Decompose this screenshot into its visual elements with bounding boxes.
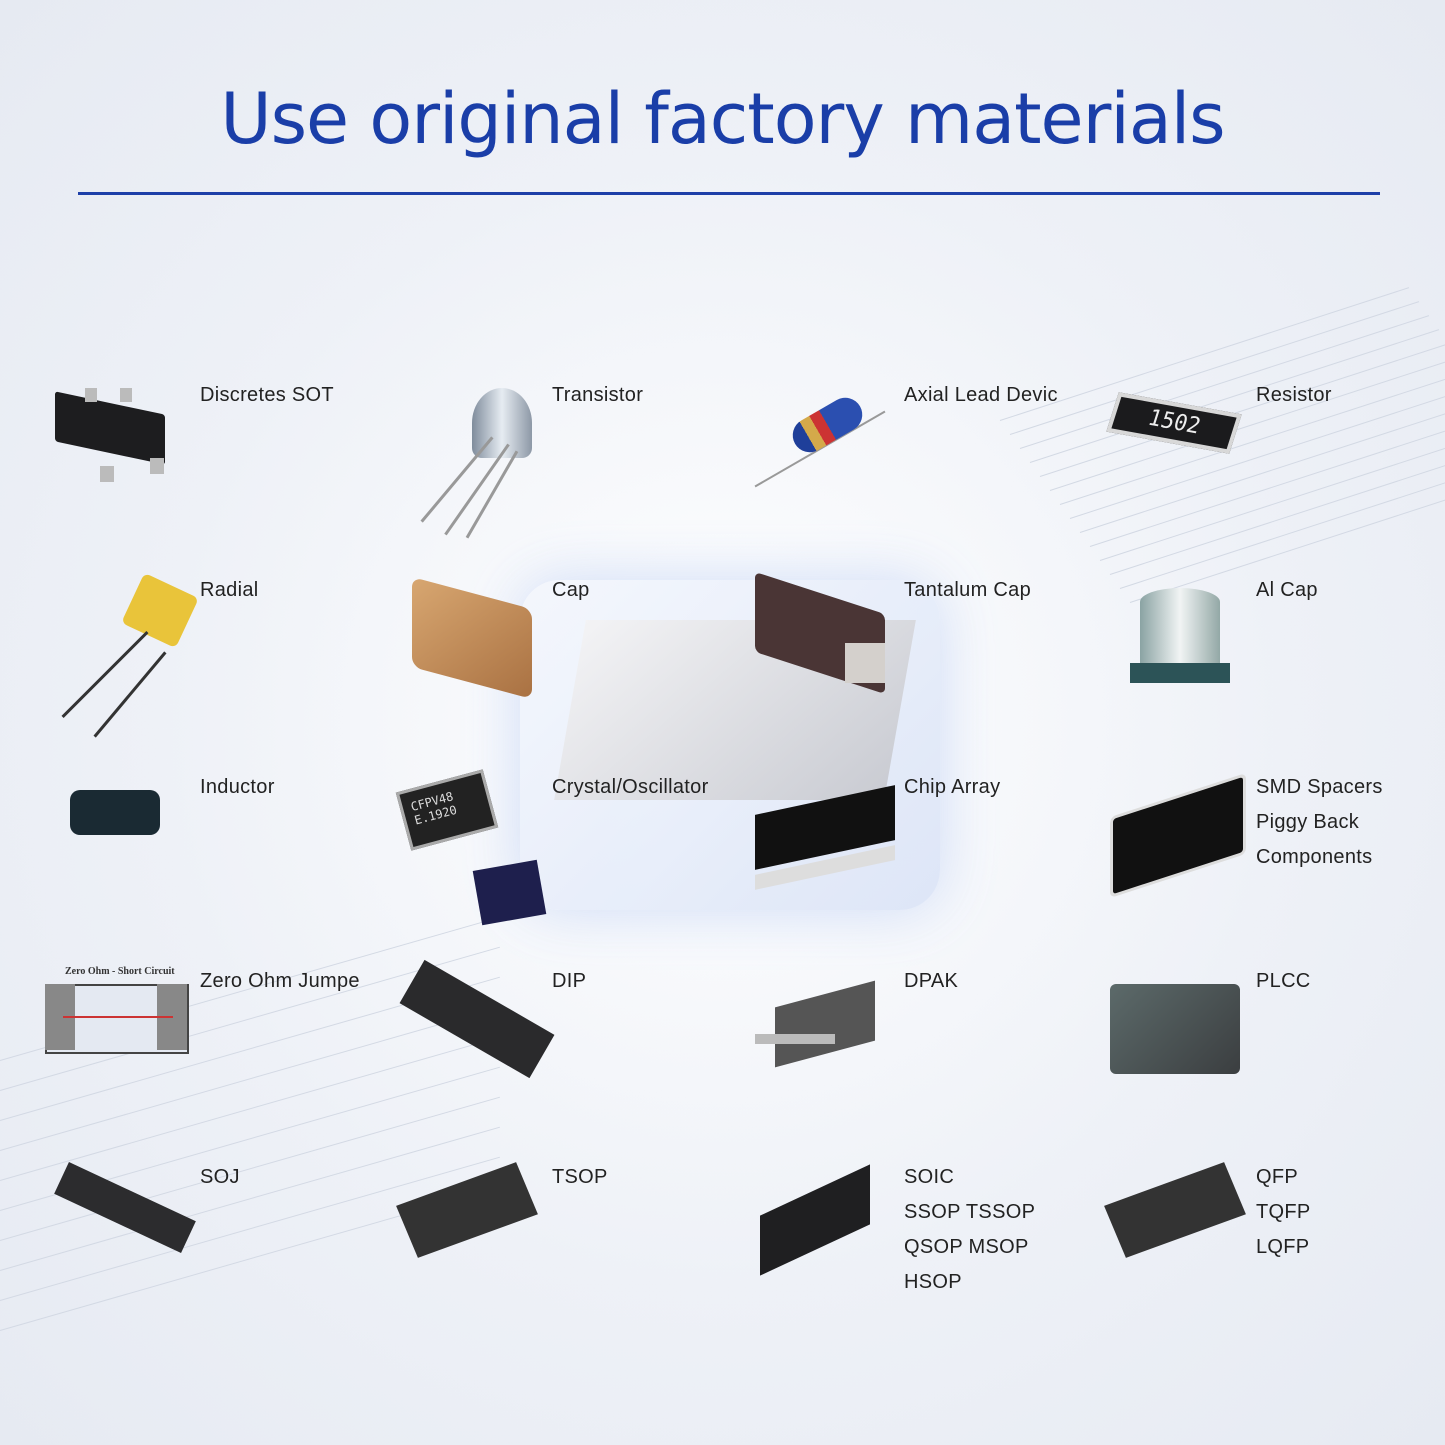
component-item: Zero Ohm - Short Circuit (45, 966, 195, 1094)
component-item (745, 1164, 895, 1290)
component-label: TSOP (552, 1160, 608, 1195)
component-label: DPAK (904, 964, 958, 999)
component-image (745, 780, 895, 900)
component-image (1100, 583, 1250, 703)
component-image (1100, 772, 1250, 900)
component-label: PLCC (1256, 964, 1311, 999)
component-label: Crystal/Oscillator (552, 770, 709, 805)
component-label-line: HSOP (904, 1271, 962, 1293)
component-label-line: Piggy Back (1256, 811, 1360, 833)
component-label-line: TSOP (552, 1166, 608, 1188)
component-image (392, 1162, 542, 1290)
component-item (1100, 1162, 1250, 1290)
component-item (392, 388, 542, 539)
component-label-line: Components (1256, 846, 1373, 868)
component-image (1100, 974, 1250, 1094)
component-label-line: QFP (1256, 1166, 1299, 1188)
component-image (392, 959, 555, 1094)
component-item (392, 1162, 542, 1290)
component-label-line: Crystal/Oscillator (552, 776, 709, 798)
component-item (745, 571, 895, 703)
component-label-line: Transistor (552, 384, 644, 406)
component-label-line: Axial Lead Devic (904, 384, 1058, 406)
component-item (392, 576, 542, 703)
component-label-line: Zero Ohm Jumpe (200, 970, 360, 992)
component-image (392, 388, 542, 539)
component-image: 1502 (1100, 388, 1250, 508)
resistor-marking: 1502 (1106, 392, 1242, 454)
component-image (745, 571, 895, 703)
component-label-line: Tantalum Cap (904, 579, 1031, 601)
component-label-line: Inductor (200, 776, 275, 798)
component-label: DIP (552, 964, 586, 999)
component-label-line: Al Cap (1256, 579, 1318, 601)
component-label-line: Discretes SOT (200, 384, 334, 406)
component-label-line: DPAK (904, 970, 959, 992)
component-image (392, 576, 542, 703)
component-image (45, 388, 195, 508)
component-item (1100, 974, 1250, 1094)
component-item (392, 959, 555, 1094)
component-image: Zero Ohm - Short Circuit (45, 966, 195, 1094)
component-item (1100, 772, 1250, 900)
component-label-line: Cap (552, 579, 590, 601)
component-label-line: PLCC (1256, 970, 1311, 992)
component-image (1100, 1162, 1250, 1290)
component-label: SOJ (200, 1160, 240, 1195)
component-label: SOIC SSOP TSSOP QSOP MSOP HSOP (904, 1160, 1035, 1300)
component-label-line: Resistor (1256, 384, 1332, 406)
component-label: Cap (552, 573, 590, 608)
component-label: Transistor (552, 378, 643, 413)
component-label-line: Radial (200, 579, 259, 601)
component-item (745, 974, 895, 1094)
component-item: CFPV48 E.1920 (392, 769, 547, 926)
component-label-line: SOIC (904, 1166, 955, 1188)
component-label-line: Chip Array (904, 776, 1001, 798)
component-label: Chip Array (904, 770, 1000, 805)
component-image (45, 780, 195, 900)
component-label: Resistor (1256, 378, 1332, 413)
component-image: CFPV48 E.1920 (392, 769, 547, 926)
component-item (745, 780, 895, 900)
component-item (45, 1162, 196, 1290)
component-item (45, 780, 195, 900)
component-label: Al Cap (1256, 573, 1318, 608)
component-label: Discretes SOT (200, 378, 334, 413)
component-label: QFP TQFP LQFP (1256, 1160, 1311, 1265)
component-label-line: SMD Spacers (1256, 776, 1383, 798)
page-title: Use original factory materials (220, 78, 1225, 160)
component-label-line: TQFP (1256, 1201, 1311, 1223)
title-divider (78, 192, 1380, 195)
component-image (45, 1162, 196, 1290)
component-item (45, 572, 199, 738)
component-label-line: LQFP (1256, 1236, 1310, 1258)
component-item: 1502 (1100, 388, 1250, 508)
component-item (45, 388, 195, 508)
zero-ohm-caption: Zero Ohm - Short Circuit (65, 966, 175, 977)
component-image (45, 572, 199, 738)
component-label: Inductor (200, 770, 275, 805)
component-item (745, 388, 895, 508)
component-label: Tantalum Cap (904, 573, 1031, 608)
component-label: Axial Lead Devic (904, 378, 1058, 413)
component-label: Radial (200, 573, 259, 608)
component-label-line: SOJ (200, 1166, 240, 1188)
component-label-line: SSOP TSSOP (904, 1201, 1036, 1223)
component-label-line: DIP (552, 970, 587, 992)
component-image (745, 1164, 895, 1290)
crystal-marking: CFPV48 E.1920 (395, 769, 499, 851)
component-label-line: QSOP MSOP (904, 1236, 1029, 1258)
component-image (745, 974, 895, 1094)
component-label: Zero Ohm Jumpe (200, 964, 360, 999)
component-image (745, 388, 895, 508)
component-item (1100, 583, 1250, 703)
